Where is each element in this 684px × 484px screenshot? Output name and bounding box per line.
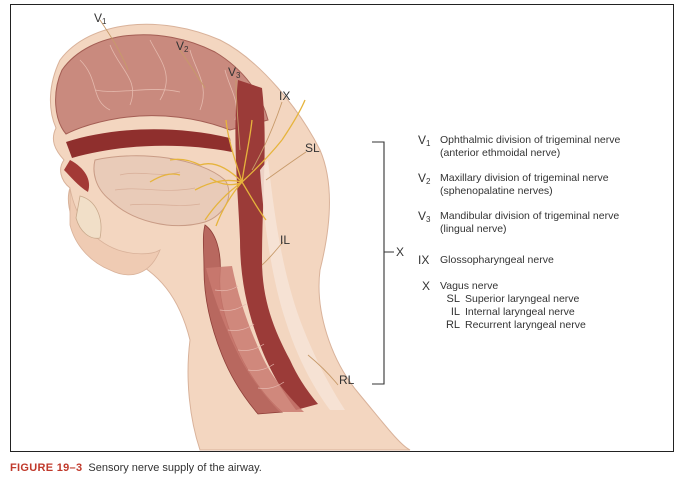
legend-text-2: (lingual nerve) (440, 223, 507, 236)
legend-code: V3 (418, 210, 430, 226)
label-v3: V3 (228, 66, 240, 80)
legend-text-2: (anterior ethmoidal nerve) (440, 147, 560, 160)
legend-text: Vagus nerve (440, 280, 498, 293)
label-il: IL (280, 234, 290, 246)
branch-text: Superior laryngeal nerve (465, 293, 579, 305)
legend: V1 Ophthalmic division of trigeminal ner… (418, 0, 678, 340)
branch-code: SL (440, 293, 460, 306)
legend-text: Ophthalmic division of trigeminal nerve (440, 134, 620, 147)
legend-code: IX (418, 254, 429, 267)
figure-number: FIGURE 19–3 (10, 462, 82, 474)
label-sl: SL (305, 142, 320, 154)
legend-text: Mandibular division of trigeminal nerve (440, 210, 619, 223)
branch-text: Recurrent laryngeal nerve (465, 319, 586, 331)
label-v2: V2 (176, 40, 188, 54)
legend-text: Maxillary division of trigeminal nerve (440, 172, 609, 185)
legend-code: V1 (418, 134, 430, 150)
branch-code: IL (440, 306, 460, 319)
legend-text: Glossopharyngeal nerve (440, 254, 554, 267)
branch-code: RL (440, 319, 460, 332)
label-x: X (396, 246, 404, 258)
caption-text: Sensory nerve supply of the airway. (88, 462, 261, 474)
vagus-bracket (372, 142, 394, 384)
legend-text-2: (sphenopalatine nerves) (440, 185, 553, 198)
legend-branch-il: IL Internal laryngeal nerve (440, 306, 575, 319)
branch-text: Internal laryngeal nerve (465, 306, 575, 318)
legend-branch-rl: RL Recurrent laryngeal nerve (440, 319, 586, 332)
legend-branch-sl: SL Superior laryngeal nerve (440, 293, 579, 306)
legend-code: V2 (418, 172, 430, 188)
figure-caption: FIGURE 19–3 Sensory nerve supply of the a… (10, 462, 262, 474)
label-v1: V1 (94, 12, 106, 26)
label-ix: IX (279, 90, 290, 102)
legend-code: X (422, 280, 430, 293)
label-rl: RL (339, 374, 354, 386)
